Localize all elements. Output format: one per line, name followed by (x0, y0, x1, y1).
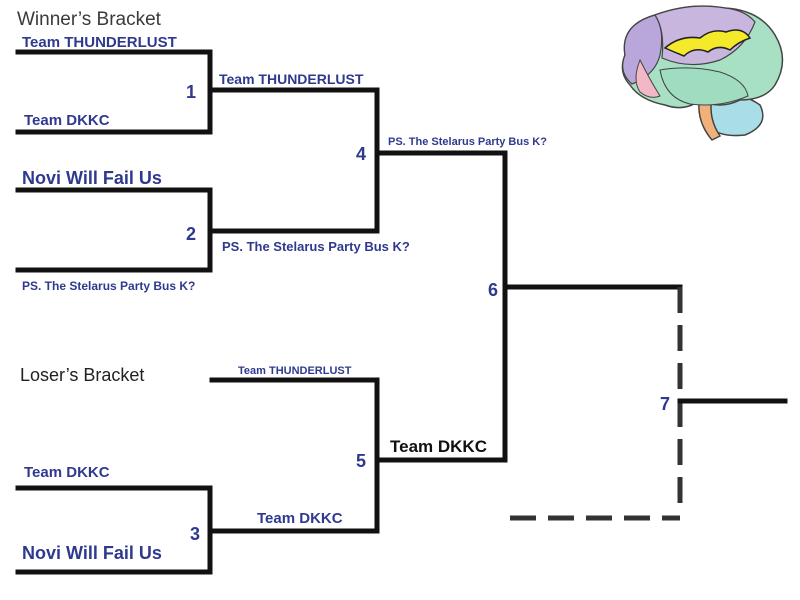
team-label: PS. The Stelarus Party Bus K? (22, 279, 195, 293)
team-label: Novi Will Fail Us (22, 543, 162, 563)
team-label: Team THUNDERLUST (219, 71, 364, 87)
match-number: 1 (186, 82, 196, 102)
match-number: 3 (190, 524, 200, 544)
team-label: Team DKKC (24, 112, 110, 129)
team-label: PS. The Stelarus Party Bus K? (222, 239, 410, 254)
match-number: 4 (356, 144, 366, 164)
team-label: PS. The Stelarus Party Bus K? (388, 136, 547, 148)
losers-bracket-heading: Loser’s Bracket (20, 365, 144, 385)
team-label: Team THUNDERLUST (238, 365, 352, 377)
match-number: 5 (356, 451, 366, 471)
team-label: Novi Will Fail Us (22, 168, 162, 188)
winners-bracket-lines (15, 49, 683, 463)
team-label: Team DKKC (257, 510, 343, 527)
team-label: Team DKKC (24, 464, 110, 481)
match-number: 2 (186, 224, 196, 244)
match-number: 7 (660, 394, 670, 414)
winners-bracket-heading: Winner’s Bracket (17, 9, 162, 30)
team-label: Team THUNDERLUST (22, 34, 177, 51)
losers-bracket-lines (15, 377, 508, 575)
team-label: Team DKKC (390, 437, 487, 456)
brain-icon (621, 5, 784, 141)
match-number: 6 (488, 280, 498, 300)
match-7-lines (510, 287, 788, 521)
